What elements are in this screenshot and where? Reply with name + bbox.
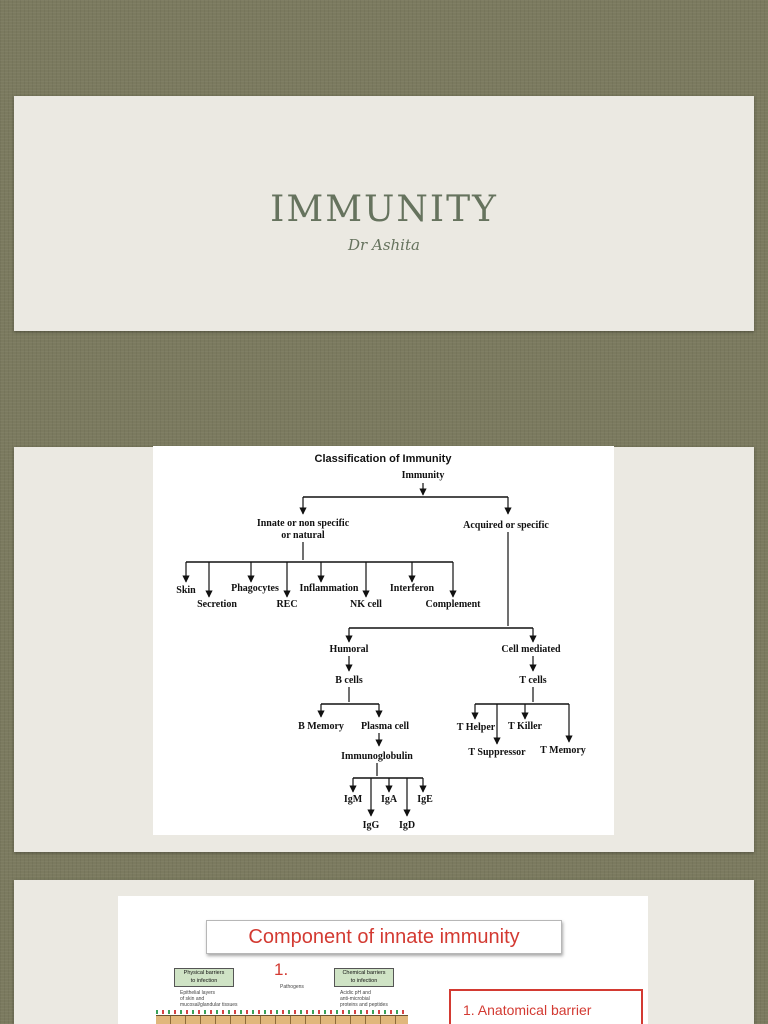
node-igd: IgD xyxy=(399,820,415,831)
diagram-title: Classification of Immunity xyxy=(315,453,453,465)
node-plasma-cell: Plasma cell xyxy=(361,721,409,732)
classification-slide: Classification of Immunity Immunity Inna… xyxy=(14,446,754,852)
node-igg: IgG xyxy=(363,820,380,831)
classification-diagram: Classification of Immunity Immunity Inna… xyxy=(153,446,614,835)
node-igm: IgM xyxy=(344,794,363,805)
innate-components-figure: Component of innate immunity 1. Physical… xyxy=(118,896,648,1024)
slide-subtitle: Dr Ashita xyxy=(348,236,420,254)
node-innate-line1: Innate or non specific xyxy=(257,518,350,529)
chemical-caption: Acidic pH and anti-microbial proteins an… xyxy=(340,990,388,1008)
physical-caption: Epithelial layers of skin and mucosal/gl… xyxy=(180,990,238,1008)
node-secretion: Secretion xyxy=(197,599,237,610)
section-number: 1. xyxy=(274,960,289,979)
pathogen-dots xyxy=(156,1010,408,1014)
node-iga: IgA xyxy=(381,794,398,805)
node-ige: IgE xyxy=(417,794,433,805)
node-skin: Skin xyxy=(176,585,196,596)
node-inflammation: Inflammation xyxy=(300,583,359,594)
node-t-suppressor: T Suppressor xyxy=(468,747,526,758)
node-t-helper: T Helper xyxy=(457,722,496,733)
classification-diagram-svg: Classification of Immunity Immunity Inna… xyxy=(176,453,586,831)
node-b-memory: B Memory xyxy=(298,721,344,732)
node-t-memory: T Memory xyxy=(540,745,586,756)
node-phagocytes: Phagocytes xyxy=(231,583,279,594)
node-nk-cell: NK cell xyxy=(350,599,382,610)
pathogens-label: Pathogens xyxy=(280,984,304,990)
innate-components-slide: Component of innate immunity 1. Physical… xyxy=(14,880,754,1024)
node-interferon: Interferon xyxy=(390,583,435,594)
anatomical-barrier-box: 1. Anatomical barrier xyxy=(449,989,643,1024)
node-immunoglobulin: Immunoglobulin xyxy=(341,751,413,762)
node-immunity: Immunity xyxy=(402,470,445,481)
node-t-cells: T cells xyxy=(519,675,546,686)
components-title: Component of innate immunity xyxy=(206,920,562,954)
node-rec: REC xyxy=(276,599,297,610)
slide-title: IMMUNITY xyxy=(270,189,498,230)
node-complement: Complement xyxy=(426,599,482,610)
node-humoral: Humoral xyxy=(330,644,369,655)
node-b-cells: B cells xyxy=(335,675,363,686)
title-slide: IMMUNITY Dr Ashita xyxy=(14,96,754,331)
node-innate-line2: or natural xyxy=(281,530,325,541)
chemical-barriers-box: Chemical barriers to infection xyxy=(334,968,394,987)
epithelial-cells xyxy=(156,1015,408,1024)
anatomical-barrier-label: 1. Anatomical barrier xyxy=(463,1002,592,1018)
node-acquired: Acquired or specific xyxy=(463,520,549,531)
node-t-killer: T Killer xyxy=(508,721,543,732)
physical-barriers-box: Physical barriers to infection xyxy=(174,968,234,987)
node-cell-mediated: Cell mediated xyxy=(501,644,561,655)
